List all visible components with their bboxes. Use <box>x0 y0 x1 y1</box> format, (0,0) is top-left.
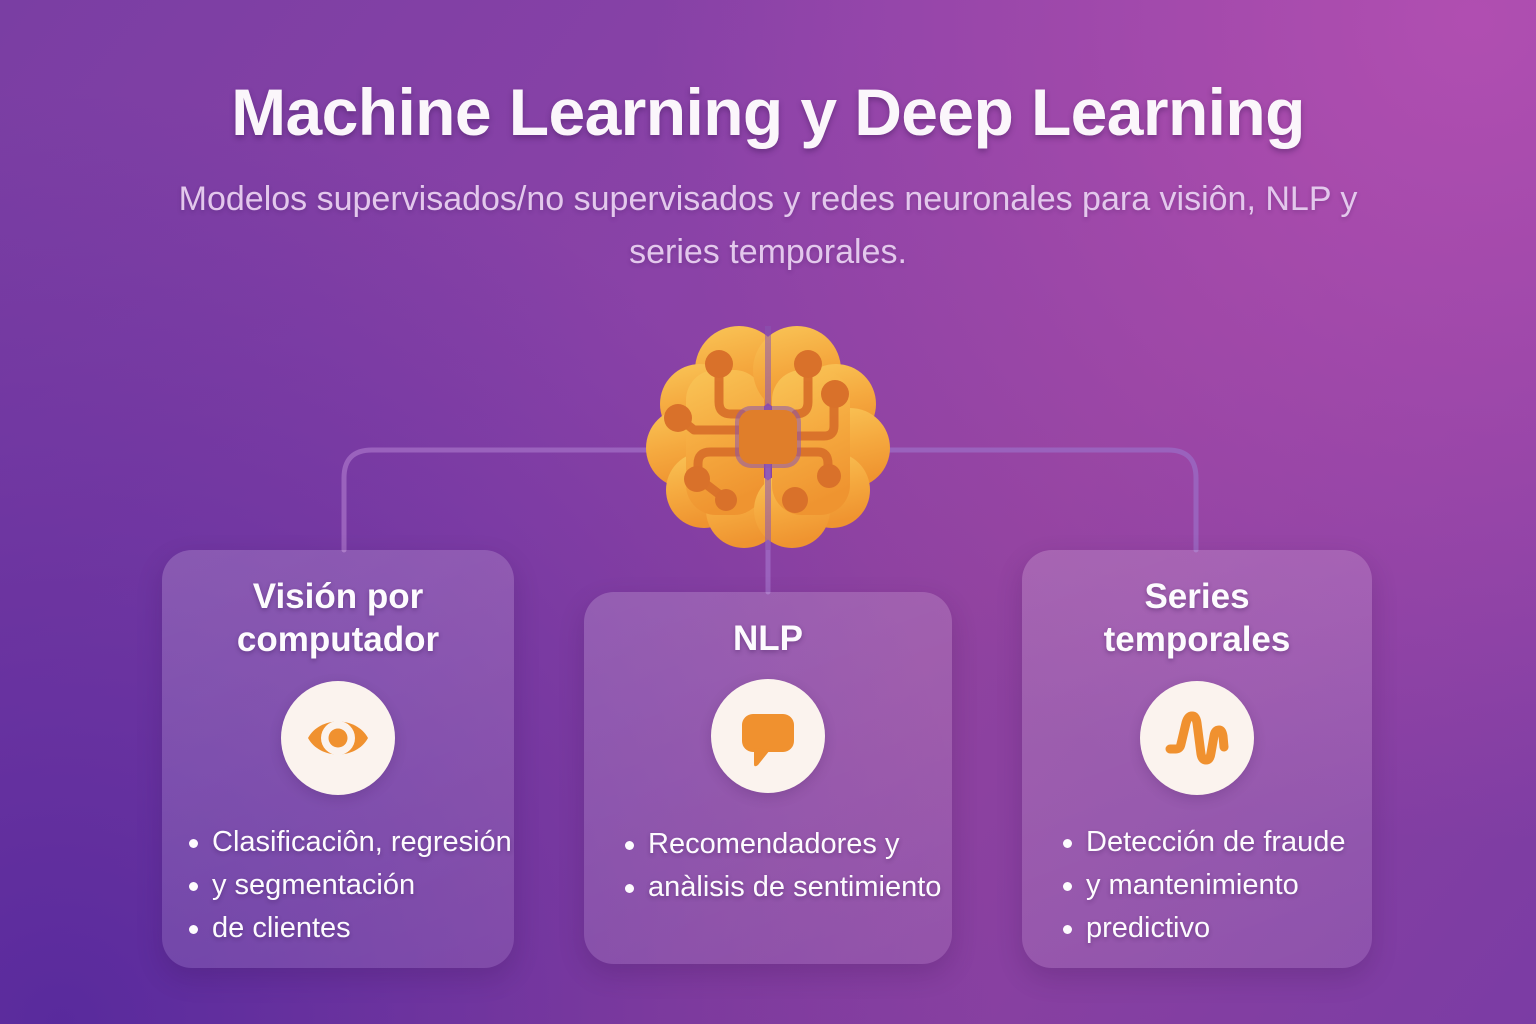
list-item-cont: predictivo <box>1058 907 1350 950</box>
card-icon-wrapper <box>1140 681 1254 796</box>
header: Machine Learning y Deep Learning Modelos… <box>0 0 1536 279</box>
list-item-cont: y mantenimiento <box>1058 864 1350 907</box>
card-nlp[interactable]: NLP Recomendadores y anàlisis de sentimi… <box>584 592 952 964</box>
card-title: NLP <box>733 619 803 658</box>
card-bullet-list: Clasificaciôn, regresión y segmentación … <box>184 821 512 950</box>
pulse-wave-icon <box>1165 711 1229 765</box>
list-item: Recomendadores y <box>620 823 930 866</box>
card-icon-wrapper <box>281 681 395 796</box>
page-subtitle: Modelos supervisados/no supervisados y r… <box>178 180 1358 271</box>
page-title: Machine Learning y Deep Learning <box>231 75 1305 149</box>
list-item: Detección de fraude <box>1058 821 1350 864</box>
list-item: Clasificaciôn, regresión <box>184 821 512 864</box>
list-item-cont: y segmentación <box>184 864 492 907</box>
eye-icon <box>308 721 368 756</box>
card-icon-wrapper <box>711 678 825 793</box>
list-item-cont: de clientes <box>184 907 492 950</box>
brain-chip-icon <box>646 326 890 550</box>
card-vision[interactable]: Visión por computador Clasificaciôn, reg… <box>162 550 514 968</box>
card-series-temporales[interactable]: Series temporales Detección de fraude y … <box>1022 550 1372 968</box>
card-title: Series temporales <box>1103 577 1291 659</box>
card-title: Visión por computador <box>236 577 440 659</box>
list-item-cont: anàlisis de sentimiento <box>620 866 941 909</box>
speech-bubble-icon <box>742 713 794 766</box>
brain-hub <box>638 318 898 558</box>
card-bullet-list: Detección de fraude y mantenimiento pred… <box>1044 821 1350 950</box>
card-bullet-list: Recomendadores y anàlisis de sentimiento <box>606 823 941 909</box>
